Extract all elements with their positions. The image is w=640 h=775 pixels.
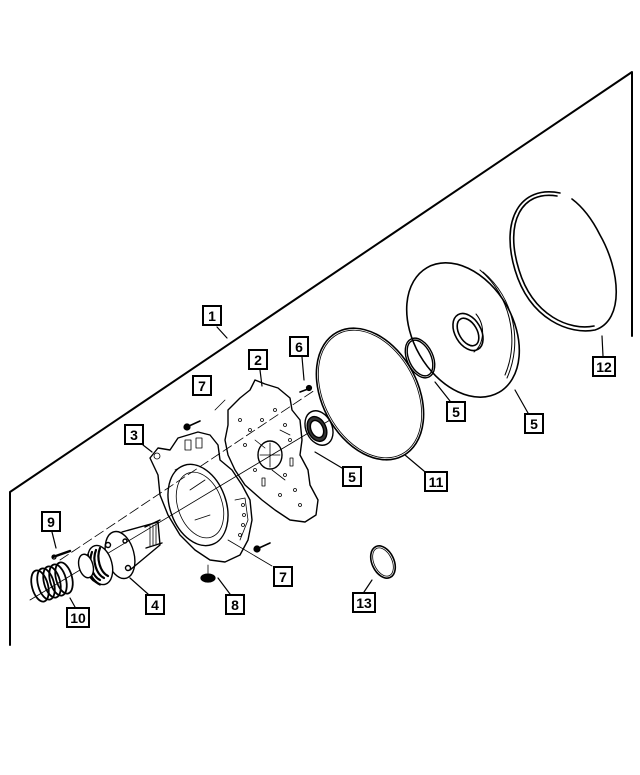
callout-9: 9 — [41, 511, 61, 532]
callout-13: 13 — [352, 592, 376, 613]
callout-4: 4 — [145, 594, 165, 615]
part-6-bolt — [299, 384, 313, 393]
part-3-pump-housing — [149, 431, 253, 563]
callout-7-top: 7 — [192, 375, 212, 396]
callout-11: 11 — [424, 471, 448, 492]
part-4-stator-shaft — [77, 519, 163, 586]
callout-12: 12 — [592, 356, 616, 377]
part-5-piston-disc — [405, 262, 521, 398]
part-2-plate — [224, 379, 319, 523]
callout-5-piston: 5 — [524, 413, 544, 434]
part-12-snap-ring — [509, 191, 618, 332]
callout-1: 1 — [202, 305, 222, 326]
callout-10: 10 — [66, 607, 90, 628]
part-9-pin — [51, 549, 72, 560]
part-10-spring — [30, 561, 74, 603]
part-5-oil-seal — [304, 410, 334, 446]
callout-5-small-seal: 5 — [446, 401, 466, 422]
part-7-screws — [183, 420, 271, 553]
callout-7-bottom: 7 — [273, 566, 293, 587]
assembly-boundary — [9, 71, 633, 646]
part-8-plug — [200, 564, 216, 583]
callout-3: 3 — [124, 424, 144, 445]
part-13-o-ring — [369, 545, 397, 579]
callout-8: 8 — [225, 594, 245, 615]
callout-5-oil-seal: 5 — [342, 466, 362, 487]
leader-lines — [51, 326, 604, 608]
callout-2: 2 — [248, 349, 268, 370]
callout-6: 6 — [289, 336, 309, 357]
